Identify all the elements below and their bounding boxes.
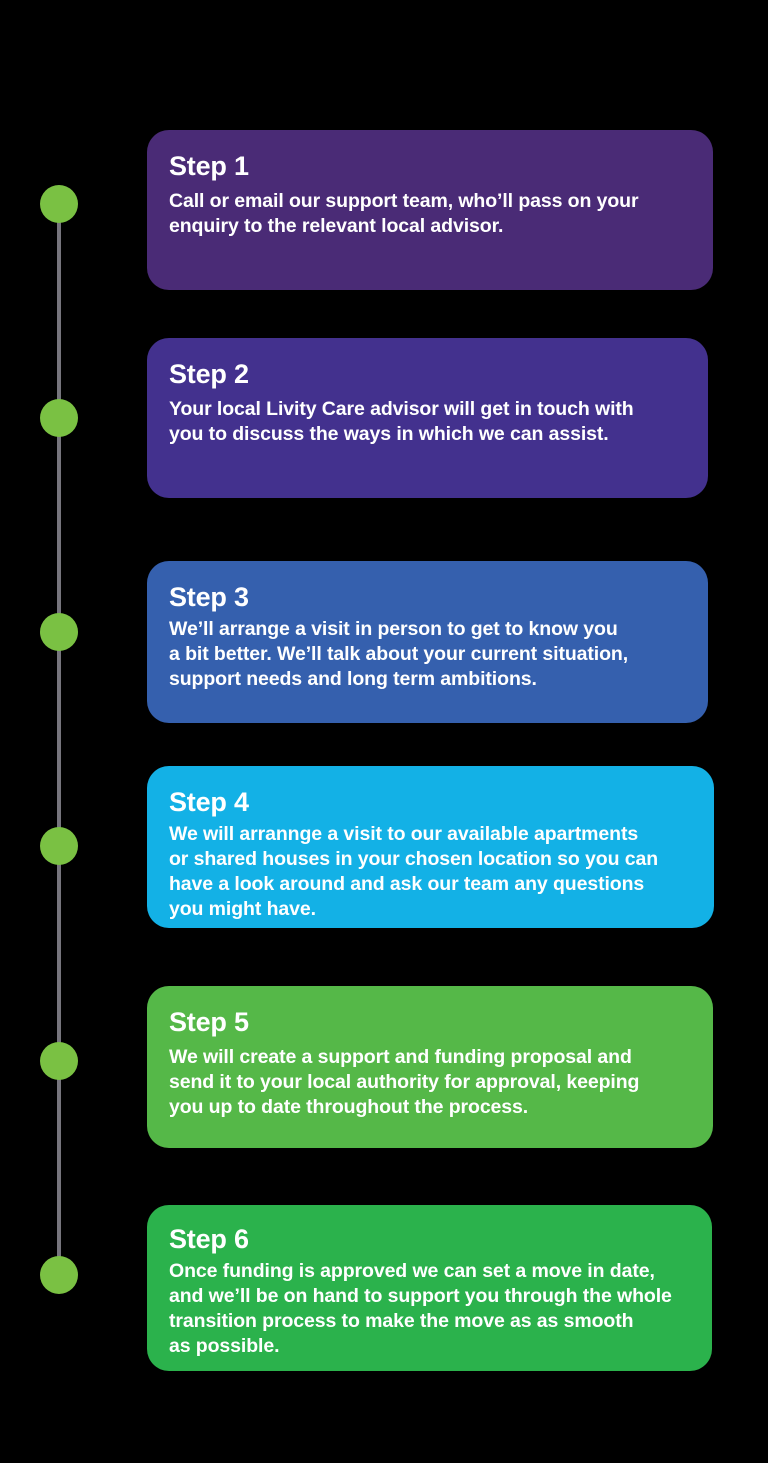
timeline-dot-step-5: [40, 1042, 78, 1080]
timeline-dot-step-1: [40, 185, 78, 223]
timeline-dot-step-2: [40, 399, 78, 437]
step-card-4: Step 4 We will arrannge a visit to our a…: [147, 766, 714, 928]
step-card-5-title: Step 5: [169, 1007, 249, 1037]
step-card-1-title: Step 1: [169, 151, 249, 181]
step-card-3-body: We’ll arrange a visit in person to get t…: [169, 618, 629, 691]
step-card-4-body: We will arrannge a visit to our availabl…: [169, 823, 659, 921]
step-card-5: Step 5 We will create a support and fund…: [147, 986, 713, 1148]
step-card-4-title: Step 4: [169, 787, 249, 817]
step-card-1: Step 1 Call or email our support team, w…: [147, 130, 713, 290]
step-card-1-body: Call or email our support team, who’ll p…: [169, 190, 639, 238]
step-card-3-title: Step 3: [169, 582, 249, 612]
timeline-rail: [0, 0, 140, 1463]
timeline-dot-step-4: [40, 827, 78, 865]
step-card-3: Step 3 We’ll arrange a visit in person t…: [147, 561, 708, 723]
step-card-5-body: We will create a support and funding pro…: [169, 1046, 640, 1119]
step-card-6: Step 6 Once funding is approved we can s…: [147, 1205, 712, 1371]
step-card-6-title: Step 6: [169, 1224, 249, 1254]
step-card-2-title: Step 2: [169, 359, 249, 389]
timeline-connector-line: [57, 204, 61, 1276]
step-card-2-body: Your local Livity Care advisor will get …: [169, 398, 634, 446]
timeline-dot-step-3: [40, 613, 78, 651]
step-card-6-body: Once funding is approved we can set a mo…: [169, 1260, 672, 1358]
step-card-2: Step 2 Your local Livity Care advisor wi…: [147, 338, 708, 498]
timeline-dot-step-6: [40, 1256, 78, 1294]
